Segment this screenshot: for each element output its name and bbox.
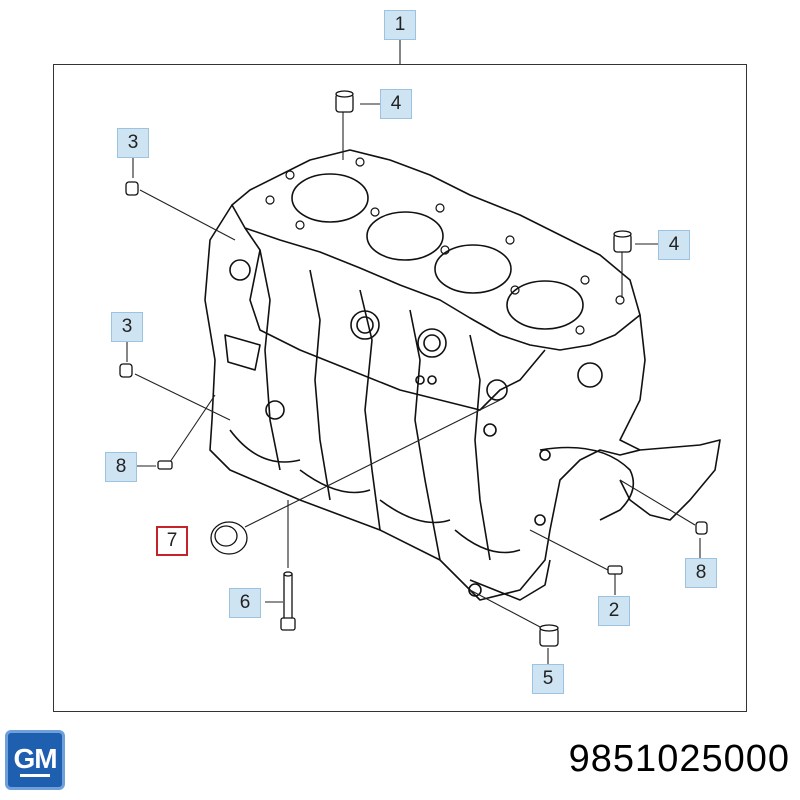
part-number: 9851025000 — [568, 738, 790, 780]
gm-logo-text: GM — [13, 743, 57, 774]
callout-6: 6 — [229, 588, 261, 618]
callout-4-right: 4 — [658, 230, 690, 260]
callout-1: 1 — [384, 10, 416, 40]
callout-7-highlighted: 7 — [156, 526, 188, 556]
callout-4-top: 4 — [380, 89, 412, 119]
gm-logo: GM — [5, 730, 65, 790]
callout-8-left: 8 — [105, 452, 137, 482]
callout-2: 2 — [598, 596, 630, 626]
callout-3-upper: 3 — [117, 128, 149, 158]
callout-8-right: 8 — [685, 558, 717, 588]
callout-3-lower: 3 — [111, 312, 143, 342]
diagram-frame — [53, 64, 747, 712]
callout-5: 5 — [532, 664, 564, 694]
